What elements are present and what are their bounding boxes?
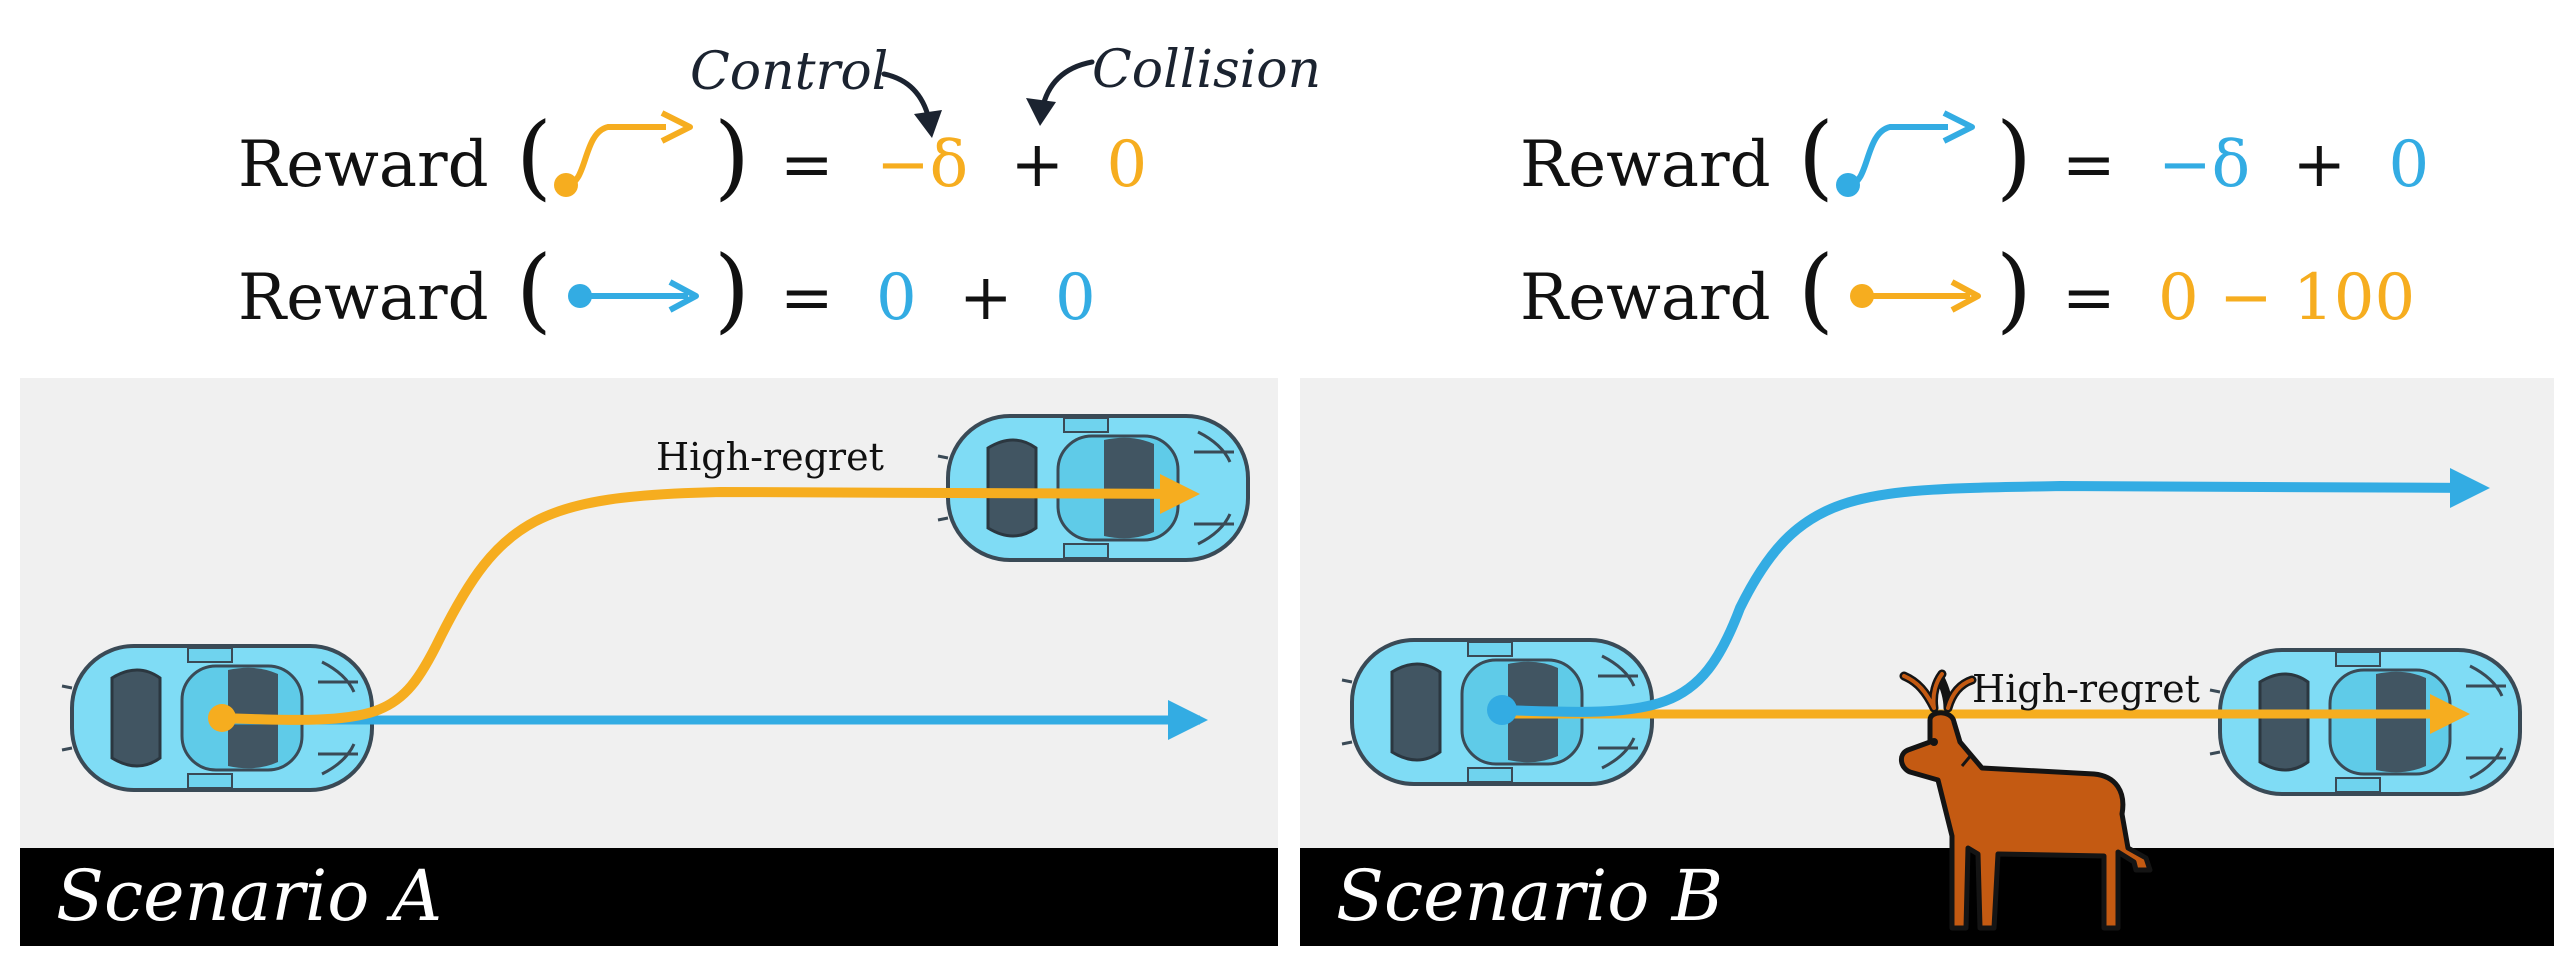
close-paren: ) xyxy=(1996,103,2032,210)
high-regret-label: High-regret xyxy=(1972,667,2200,711)
reward-word: Reward xyxy=(238,128,489,202)
control-annotation: Control xyxy=(690,42,889,102)
collision-cost-term: 0 xyxy=(2388,128,2430,202)
close-paren: ) xyxy=(714,236,750,343)
close-paren: ) xyxy=(1996,236,2032,343)
arrow-icon xyxy=(2430,694,2470,734)
open-paren: ( xyxy=(1798,236,1834,343)
scenario-a-equation-1: Reward ( ) = −δ + 0 xyxy=(238,110,1147,213)
ego-start-point xyxy=(208,704,236,732)
equals-sign: = xyxy=(780,261,834,335)
open-paren: ( xyxy=(516,103,552,210)
scenario-b-equation-2: Reward ( ) = 0 − 100 xyxy=(1520,244,2420,346)
ego-start-point xyxy=(1487,695,1517,725)
straight-trajectory-icon xyxy=(1850,279,1981,313)
collision-pointer-arrow-icon xyxy=(1026,59,1095,126)
scenario-a-panel: High-regret Scenario A xyxy=(20,378,1278,946)
scenario-a-label-bar: Scenario A xyxy=(20,848,1278,946)
cost-expression: 0 − 100 xyxy=(2157,261,2416,335)
equals-sign: = xyxy=(2062,128,2116,202)
scenario-b-label: Scenario B xyxy=(1336,855,1724,937)
straight-trajectory-icon xyxy=(568,279,699,313)
scenario-b-equation-1: Reward ( ) = −δ + 0 xyxy=(1520,110,2429,213)
scenario-b-panel: Scenario B High-regret xyxy=(1300,378,2554,946)
obstacle-car-icon xyxy=(2208,648,2522,796)
scenario-a-label: Scenario A xyxy=(56,855,443,937)
reward-word: Reward xyxy=(1520,128,1771,202)
scenario-b-road xyxy=(1340,468,2522,796)
control-cost-term: −δ xyxy=(875,128,969,202)
low-regret-path xyxy=(1501,480,2481,717)
high-regret-path xyxy=(221,486,1191,725)
arrow-icon xyxy=(1160,474,1200,514)
collision-cost-term: 0 xyxy=(1106,128,1148,202)
scenario-a-road xyxy=(60,414,1250,792)
curved-trajectory-icon xyxy=(1836,110,1975,197)
equals-sign: = xyxy=(780,128,834,202)
control-cost-term: −δ xyxy=(2157,128,2251,202)
curved-trajectory-icon xyxy=(554,110,693,197)
scenario-a-equation-2: Reward ( ) = 0 + 0 xyxy=(238,244,1138,346)
plus-sign: + xyxy=(959,261,1013,335)
collision-annotation: Collision xyxy=(1092,40,1322,100)
control-cost-term: 0 xyxy=(875,261,917,335)
arrow-icon xyxy=(1168,700,1208,740)
reward-word: Reward xyxy=(1520,261,1771,335)
arrow-icon xyxy=(2450,468,2490,508)
open-paren: ( xyxy=(1798,103,1834,210)
deer-icon xyxy=(1899,669,2153,931)
equals-sign: = xyxy=(2062,261,2116,335)
reward-word: Reward xyxy=(238,261,489,335)
scenario-b-label-bar: Scenario B xyxy=(1300,848,2554,946)
close-paren: ) xyxy=(714,103,750,210)
high-regret-label: High-regret xyxy=(656,435,884,479)
plus-sign: + xyxy=(1010,128,1065,202)
plus-sign: + xyxy=(2292,128,2347,202)
obstacle-car-icon xyxy=(936,414,1250,562)
control-pointer-arrow-icon xyxy=(881,71,942,138)
open-paren: ( xyxy=(516,236,552,343)
collision-cost-term: 0 xyxy=(1055,261,1096,335)
